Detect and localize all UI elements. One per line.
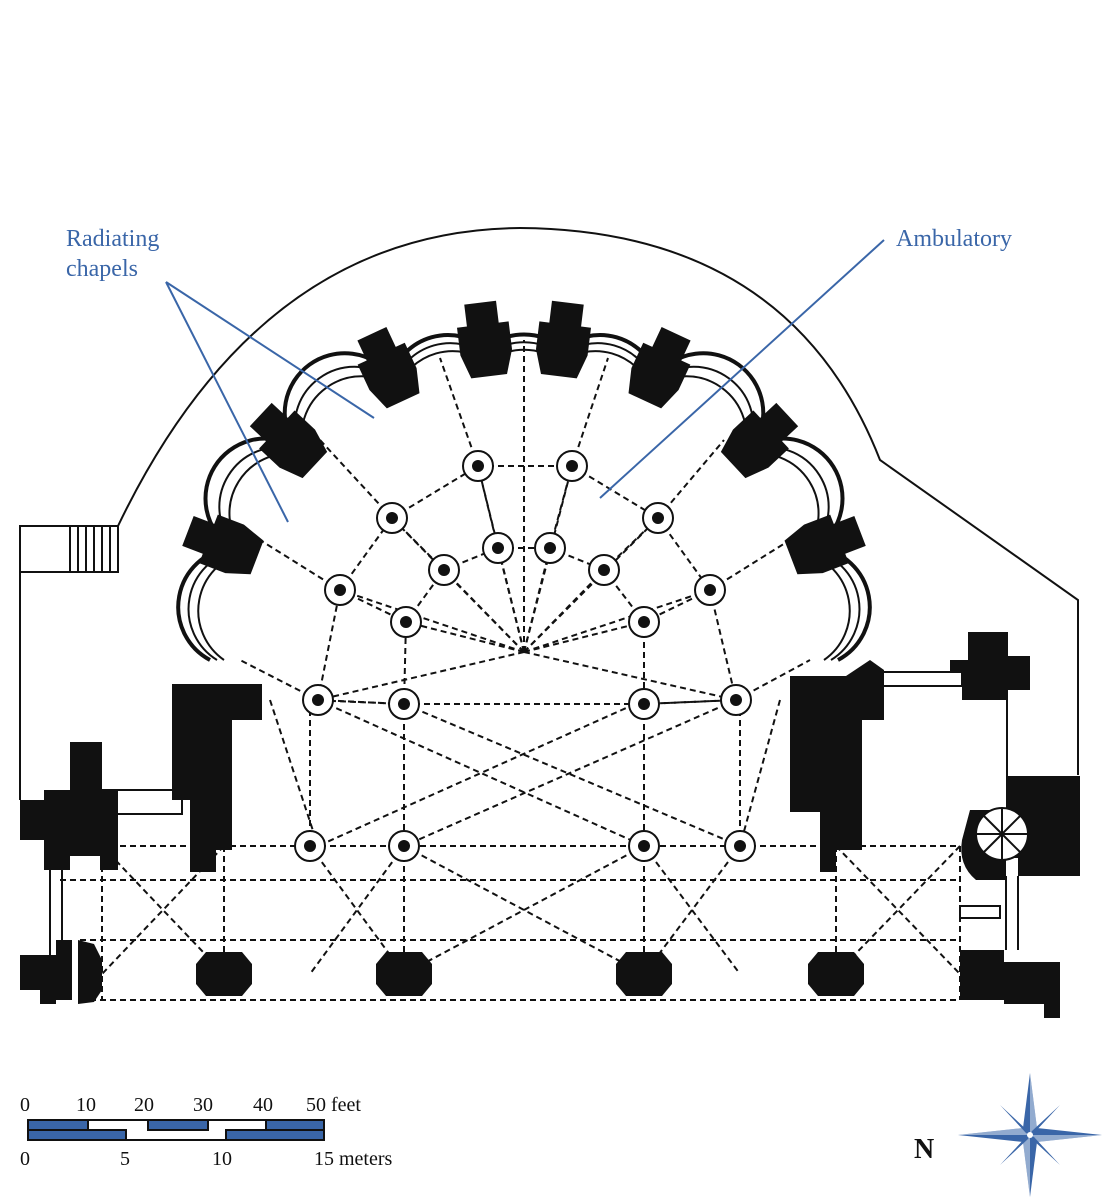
rib xyxy=(439,357,479,467)
rib xyxy=(391,465,479,519)
rib xyxy=(405,621,525,653)
rib xyxy=(523,569,605,653)
rib xyxy=(523,589,711,653)
left-transept-masonry xyxy=(20,684,262,1004)
pier xyxy=(376,952,432,996)
buttress xyxy=(249,402,328,479)
column-core xyxy=(544,542,556,554)
rib xyxy=(657,439,725,519)
ambulatory-label: Ambulatory xyxy=(896,226,1012,252)
scale-feet-50: 50 feet xyxy=(306,1094,361,1116)
columns xyxy=(294,450,756,862)
scale-meters-10: 10 xyxy=(212,1148,232,1170)
compass-star-icon xyxy=(958,1073,1102,1197)
pier xyxy=(196,952,252,996)
buttress xyxy=(182,514,264,575)
rib xyxy=(269,699,319,847)
buttress-shape xyxy=(720,402,799,479)
column-core xyxy=(312,694,324,706)
spiral-stair xyxy=(975,807,1029,861)
rib xyxy=(571,357,609,467)
column-core xyxy=(730,694,742,706)
column-core xyxy=(492,542,504,554)
scale-meters-15: 15 meters xyxy=(314,1148,393,1170)
chevet-wall-arc xyxy=(176,332,872,662)
buttress-shape xyxy=(457,300,513,379)
column-core xyxy=(398,698,410,710)
radiating-chapels-label: Radiating chapels xyxy=(66,224,159,284)
column-core xyxy=(638,698,650,710)
buttress-shape xyxy=(784,514,866,575)
scale-meters-5: 5 xyxy=(120,1148,130,1170)
rib xyxy=(317,651,525,701)
column-core xyxy=(598,564,610,576)
site-outline xyxy=(19,226,1079,800)
rib xyxy=(403,845,645,975)
column-core xyxy=(334,584,346,596)
scale-feet-20: 20 xyxy=(134,1094,154,1116)
rib xyxy=(739,699,781,847)
column-core xyxy=(438,564,450,576)
scale-bar xyxy=(27,1119,325,1141)
north-label: N xyxy=(914,1134,935,1165)
column-core xyxy=(398,840,410,852)
buttress-shape xyxy=(249,402,328,479)
nave-piers xyxy=(196,952,864,996)
column-core xyxy=(652,512,664,524)
leader-lines xyxy=(165,239,885,523)
rib-vaulting xyxy=(60,340,961,1001)
radiating-chapels-line-1: Radiating xyxy=(66,226,160,252)
buttress xyxy=(628,326,691,409)
column-core xyxy=(704,584,716,596)
rib xyxy=(523,547,551,653)
rib xyxy=(523,621,645,653)
rib xyxy=(571,465,659,519)
scale-feet-0: 0 xyxy=(20,1094,30,1116)
buttress-shape xyxy=(628,326,691,409)
column-core xyxy=(638,840,650,852)
pier xyxy=(616,952,672,996)
rib xyxy=(309,845,405,975)
buttress xyxy=(535,300,591,379)
rib xyxy=(317,589,341,701)
column-core xyxy=(472,460,484,472)
rib xyxy=(403,699,737,847)
column-core xyxy=(734,840,746,852)
buttress-shape xyxy=(182,514,264,575)
buttress-shape xyxy=(357,326,420,409)
rib xyxy=(403,703,741,847)
scale-feet-40: 40 xyxy=(253,1094,273,1116)
buttress xyxy=(457,300,513,379)
side-walls xyxy=(49,671,1019,955)
column-core xyxy=(400,616,412,628)
column-core xyxy=(638,616,650,628)
radiating-chapels-line-2: chapels xyxy=(66,256,138,282)
scale-feet-30: 30 xyxy=(193,1094,213,1116)
scale-feet-10: 10 xyxy=(76,1094,96,1116)
buttress-shape xyxy=(535,300,591,379)
buttress xyxy=(720,402,799,479)
buttress xyxy=(357,326,420,409)
chapel-buttresses xyxy=(182,300,866,575)
rib xyxy=(523,651,737,701)
rib xyxy=(497,547,525,653)
pier xyxy=(808,952,864,996)
buttress xyxy=(784,514,866,575)
scale-meters-0: 0 xyxy=(20,1148,30,1170)
rib xyxy=(709,589,737,701)
column-core xyxy=(386,512,398,524)
column-core xyxy=(566,460,578,472)
rib xyxy=(339,589,525,653)
stair-steps xyxy=(69,526,111,572)
column-core xyxy=(304,840,316,852)
rib xyxy=(443,569,525,653)
chevet-wall-arc xyxy=(187,341,861,661)
rib xyxy=(319,439,393,519)
